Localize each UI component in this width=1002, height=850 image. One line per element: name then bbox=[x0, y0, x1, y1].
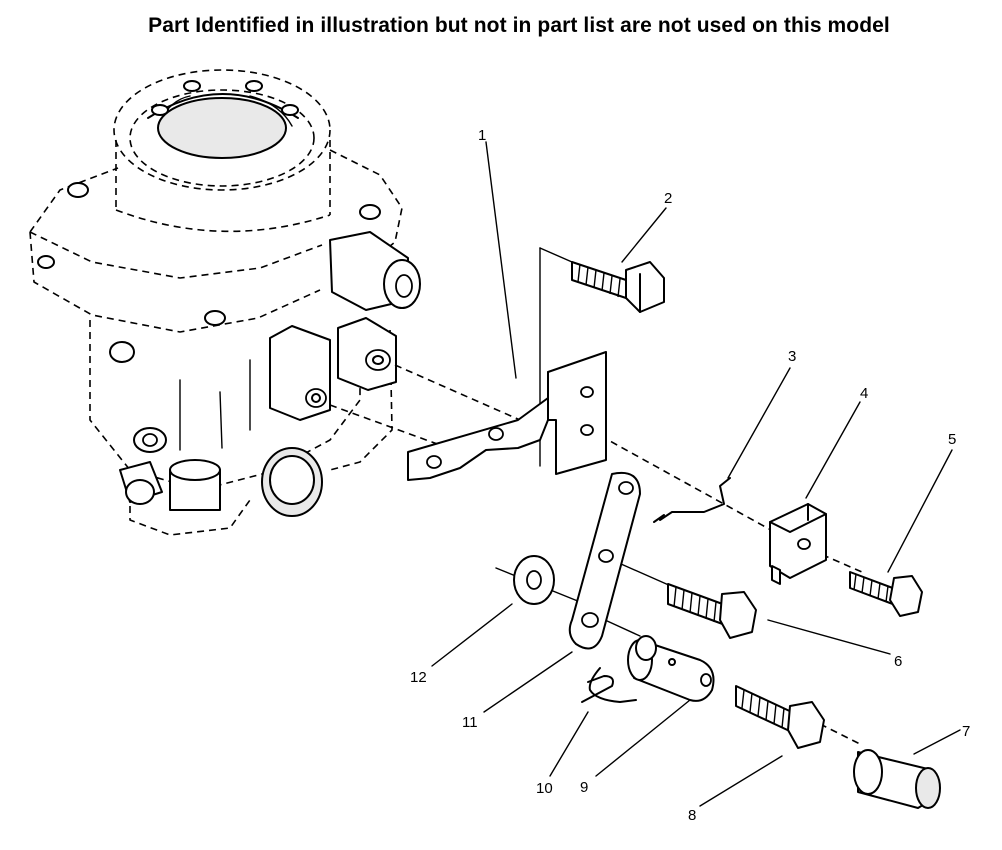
callout-6: 6 bbox=[894, 653, 902, 670]
part-7-cap bbox=[853, 749, 941, 809]
callout-9: 9 bbox=[580, 779, 588, 796]
callout-12: 12 bbox=[410, 669, 427, 686]
part-2-hex-bolt bbox=[571, 261, 665, 313]
part-11-link-plate bbox=[568, 472, 641, 650]
carburetor-illustration bbox=[29, 69, 421, 536]
callout-5: 5 bbox=[948, 431, 956, 448]
callout-1: 1 bbox=[478, 127, 486, 144]
callout-4: 4 bbox=[860, 385, 868, 402]
callout-2: 2 bbox=[664, 190, 672, 207]
callout-11: 11 bbox=[462, 714, 478, 731]
part-3-spring-wire bbox=[653, 477, 731, 523]
part-9-pin bbox=[627, 635, 715, 702]
part-4-clip bbox=[769, 503, 827, 585]
callout-3: 3 bbox=[788, 348, 796, 365]
part-5-bolt bbox=[849, 571, 923, 617]
callout-7: 7 bbox=[962, 723, 970, 740]
part-1-bracket bbox=[407, 351, 607, 481]
callout-10: 10 bbox=[536, 780, 553, 797]
leader-lines bbox=[431, 141, 961, 807]
part-8-bolt bbox=[735, 685, 825, 749]
part-12-washer bbox=[513, 555, 555, 605]
callout-8: 8 bbox=[688, 807, 696, 824]
diagram-notice: Part Identified in illustration but not … bbox=[148, 14, 890, 37]
part-6-bolt bbox=[667, 583, 757, 639]
part-10-hairpin-clip bbox=[581, 667, 637, 703]
